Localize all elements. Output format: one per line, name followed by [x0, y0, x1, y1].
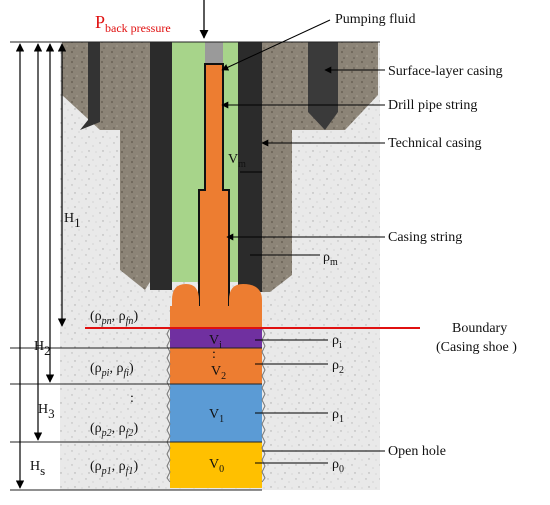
pore-pair-pi: (ρpi, ρfi) [90, 361, 134, 379]
layer-v0 [170, 442, 262, 488]
drill-pipe-label: Drill pipe string [388, 98, 477, 113]
v0-label: V0 [209, 457, 224, 475]
open-hole-wall-left [166, 327, 171, 483]
rho-i-label: ρi [332, 333, 342, 351]
rho-m-label: ρm [323, 250, 338, 268]
vi-label: Vi [209, 333, 222, 351]
v-dots: : [212, 347, 216, 362]
drill-pipe-cap [205, 42, 223, 64]
pumping-fluid-label: Pumping fluid [335, 12, 416, 27]
technical-casing-label: Technical casing [388, 136, 481, 151]
hs-label: Hs [30, 459, 45, 478]
surface-casing-left [80, 42, 100, 130]
depth-arrows [15, 43, 67, 489]
casing-string-label: Casing string [388, 230, 462, 245]
h1-label: H1 [64, 211, 81, 230]
surface-casing-label: Surface-layer casing [388, 64, 503, 79]
layer-v2 [170, 348, 262, 384]
surface-casing-right [308, 42, 338, 130]
boundary-label: Boundary [452, 321, 507, 336]
shoe-base [170, 306, 262, 328]
pore-pair-p1: (ρp1, ρf1) [90, 459, 138, 477]
leader-lines [221, 19, 385, 464]
casing-shoe-label: (Casing shoe ) [436, 340, 517, 355]
layer-vi [170, 328, 262, 348]
rho-1-label: ρ1 [332, 407, 344, 425]
pore-pair-p2: (ρp2, ρf2) [90, 421, 138, 439]
open-hole-label: Open hole [388, 444, 446, 459]
technical-casing-right [238, 42, 262, 292]
open-hole-wall-right [261, 327, 266, 483]
v1-label: V1 [209, 407, 224, 425]
rho-2-label: ρ2 [332, 358, 344, 376]
technical-casing-cement-left [120, 42, 150, 290]
h2-label: H2 [34, 339, 51, 358]
v2-label: V2 [211, 364, 226, 382]
h3-label: H3 [38, 402, 55, 421]
layer-v1 [170, 384, 262, 444]
layer-dividers [10, 41, 380, 491]
pore-dots: : [130, 391, 134, 406]
vm-label: Vm [228, 152, 246, 170]
pore-pair-pn: (ρpn, ρfn) [90, 309, 138, 327]
back-pressure-label: Pback pressure [95, 12, 171, 35]
rho-0-label: ρ0 [332, 457, 344, 475]
technical-casing-left [150, 42, 172, 290]
